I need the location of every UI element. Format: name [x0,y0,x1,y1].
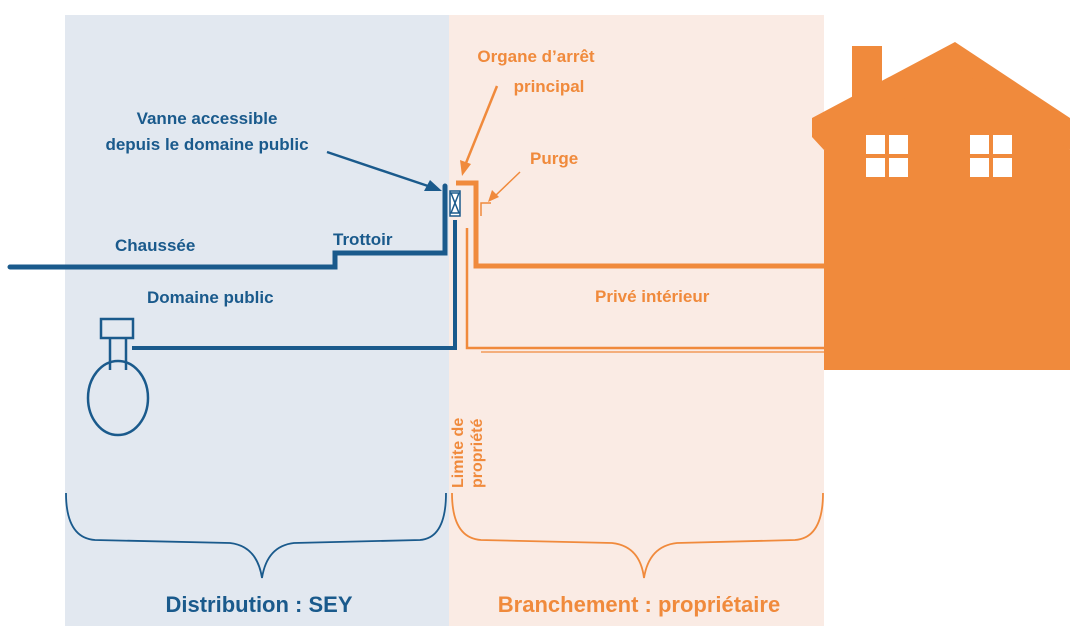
organe-label-line1: Organe d’arrêt [477,47,594,66]
branchement-label: Branchement : propriétaire [498,592,780,617]
branchement-pipe-upper [456,180,824,269]
domaine-public-label: Domaine public [147,288,274,307]
vanne-label-line1: Vanne accessible [137,109,278,128]
distribution-brace [65,492,447,579]
organe-arrow [460,85,499,176]
trottoir-label: Trottoir [333,230,393,249]
distribution-pipe [132,220,457,350]
chaussee-trottoir-line [7,183,448,270]
vanne-arrow [326,150,442,191]
public-zone [65,15,449,626]
limite-label-line1: Limite de [450,418,467,488]
branchement-brace [451,492,824,579]
distribution-label: Distribution : SEY [166,592,353,617]
limite-label-line2: propriété [469,419,486,488]
valve-icon [449,190,461,217]
prive-interieur-label: Privé intérieur [595,287,710,306]
purge-label: Purge [530,149,578,168]
private-zone [449,15,824,626]
vanne-label-line2: depuis le domaine public [105,135,308,154]
branchement-pipe-lower [465,228,824,350]
limite-propriete-label: Limite de propriété [450,418,486,488]
house-icon [812,42,1070,370]
chaussee-label: Chaussée [115,236,195,255]
organe-label-line2: principal [514,77,585,96]
water-meter-icon [86,317,150,437]
purge-stub [480,202,491,216]
purge-arrow [488,171,521,202]
